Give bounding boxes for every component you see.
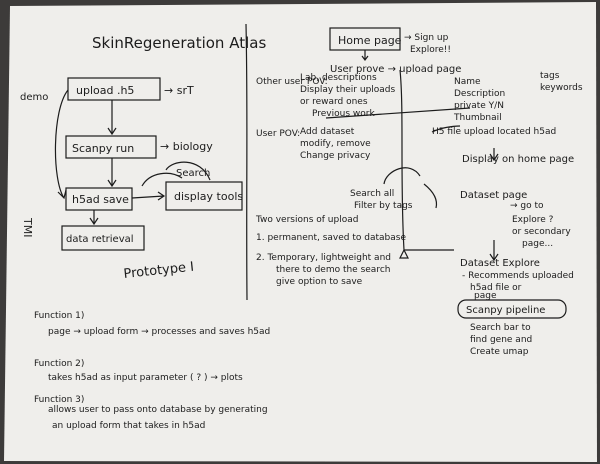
dataset-page-secondary: or secondary: [512, 227, 571, 237]
vertical-divider: [245, 23, 248, 301]
scanpy-pipeline-label: Scanpy pipeline: [466, 305, 545, 316]
other-user-label: Other user POV:: [256, 77, 328, 87]
function-3-line-1: allows user to pass onto database by gen…: [48, 405, 268, 415]
user-note-2: modify, remove: [300, 139, 371, 149]
demo-label: demo: [20, 92, 48, 103]
other-user-note-4: Previous work: [312, 109, 375, 119]
temporary-note-3: give option to save: [276, 277, 363, 287]
display-node-label: display tools: [174, 190, 243, 203]
upload-field-description: Description: [454, 89, 505, 99]
search-bar-note-1: Search bar to: [470, 323, 531, 333]
page-title: SkinRegeneration Atlas: [92, 34, 266, 52]
display-home-note: Display on home page: [462, 154, 574, 165]
function-1-text: page → upload form → processes and saves…: [48, 327, 270, 337]
other-user-note-3: or reward ones: [300, 97, 368, 107]
dataset-explore-note-2: h5ad file or: [470, 283, 522, 293]
dataset-page-explore: Explore ?: [512, 215, 554, 225]
scanpy-box: [65, 135, 157, 159]
function-2-title: Function 2): [34, 359, 84, 369]
filter-tags-note: Filter by tags: [354, 201, 413, 211]
home-note-signup: → Sign up: [404, 33, 449, 43]
function-1-title: Function 1): [34, 311, 84, 321]
other-user-note-2: Display their uploads: [300, 85, 396, 95]
search-bar-note-2: find gene and: [470, 335, 532, 345]
srt-note: → srT: [164, 84, 194, 97]
temporary-note-2: there to demo the search: [276, 265, 390, 275]
other-user-note-1: Lab, descriptions: [300, 73, 377, 83]
tags-note: tags: [540, 71, 560, 81]
dataset-page-title: Dataset page: [460, 190, 527, 201]
two-versions-note: Two versions of upload: [255, 215, 358, 225]
function-3-line-2: an upload form that takes in h5ad: [52, 421, 205, 431]
temporary-note-1: 2. Temporary, lightweight and: [256, 253, 391, 263]
paper-sheet: [4, 2, 597, 462]
dataset-explore-note-1: - Recommends uploaded: [462, 271, 574, 281]
data-box: [61, 225, 145, 251]
user-note-1: Add dataset: [300, 127, 355, 137]
scanpy-node-label: Scanpy run: [72, 142, 134, 155]
dataset-explore-note-3: page: [474, 291, 497, 301]
home-page-label: Home page: [338, 34, 402, 47]
upload-field-name: Name: [454, 77, 481, 87]
function-2-text: takes h5ad as input parameter ( ? ) → pl…: [48, 373, 243, 383]
dataset-page-goto: → go to: [510, 201, 544, 211]
h5-note: H5 file upload located h5ad: [432, 127, 556, 137]
h5ad-box: [65, 187, 133, 211]
upload-box: [67, 77, 161, 101]
biology-note: → biology: [160, 140, 213, 153]
search-note: Search: [176, 168, 210, 179]
flow-line: User prove → upload page: [330, 64, 461, 75]
search-bar-note-3: Create umap: [470, 347, 529, 357]
search-all-note: Search all: [350, 189, 394, 199]
home-note-explore: Explore!!: [410, 45, 451, 55]
rotated-label: TMI: [21, 217, 34, 237]
user-note-3: Change privacy: [300, 151, 371, 161]
permanent-note: 1. permanent, saved to database: [256, 233, 406, 243]
upload-field-private: private Y/N: [454, 101, 504, 111]
scanpy-pipeline-box: [457, 299, 567, 319]
function-3-title: Function 3): [34, 395, 84, 405]
upload-node-label: upload .h5: [76, 84, 134, 97]
upload-field-thumbnail: Thumbnail: [453, 113, 502, 123]
user-label: User POV:: [256, 129, 300, 139]
keywords-note: keywords: [540, 83, 583, 93]
data-node-label: data retrieval: [66, 234, 134, 245]
dataset-explore-title: Dataset Explore: [460, 258, 540, 269]
h5ad-node-label: h5ad save: [72, 193, 129, 206]
prototype-label: Prototype I: [123, 260, 195, 282]
display-box: [165, 181, 243, 211]
dataset-page-more: page...: [522, 239, 553, 249]
